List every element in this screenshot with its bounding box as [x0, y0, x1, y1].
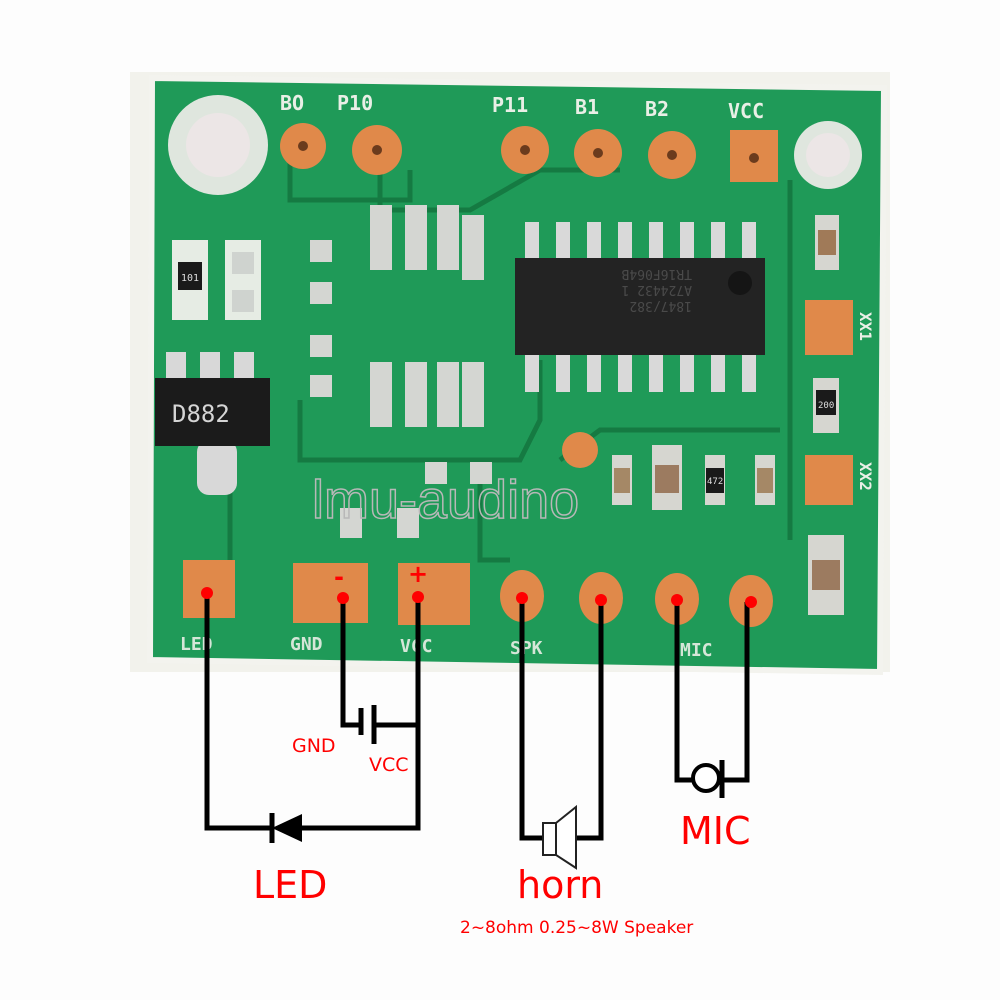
pin-label-gnd: GND: [290, 634, 323, 655]
mic-wire-left: [674, 600, 693, 783]
pin-label-mic: MIC: [680, 640, 713, 661]
speaker-icon: [542, 804, 577, 870]
pin-label-vcc: VCC: [728, 99, 764, 123]
gnd-wire: [340, 598, 360, 728]
chip-marking-line3: 1847/382: [629, 298, 692, 313]
ic-pin: [742, 222, 756, 260]
ic-pin: [525, 352, 539, 392]
ic-pin: [711, 352, 725, 392]
ic-pin: [618, 222, 632, 260]
watermark: lmu-audino: [312, 470, 579, 530]
ic-pin: [556, 222, 570, 260]
resistor-200: 200: [818, 401, 834, 411]
ic-pin: [649, 352, 663, 392]
led-wire: [204, 593, 272, 831]
mount-hole-right: [794, 121, 862, 189]
chip-marking-line2: A724432 1: [622, 282, 692, 297]
ic-pin: [742, 352, 756, 392]
gnd-label: GND: [292, 735, 336, 757]
led-diode-icon: [269, 813, 302, 843]
pin-label-spk: SPK: [510, 638, 543, 659]
horn-label: horn: [517, 863, 603, 907]
resistor-101: 101: [181, 273, 199, 284]
resistor-472: 472: [707, 477, 723, 487]
pin-dots: [201, 587, 757, 608]
ic-pin: [680, 352, 694, 392]
ic-pin: [587, 352, 601, 392]
ic-pin: [618, 352, 632, 392]
spk-wire-right: [577, 600, 604, 841]
pin-label-p11: P11: [492, 93, 528, 117]
mount-hole-left: [168, 95, 268, 195]
plus-sign: +: [408, 560, 428, 588]
ic-pin: [587, 222, 601, 260]
speaker-spec: 2~8ohm 0.25~8W Speaker: [460, 918, 693, 938]
chip-marking-line1: TR16F064B: [621, 266, 692, 281]
pin-label-p10: P10: [337, 91, 373, 115]
ic-pin: [525, 222, 539, 260]
ic-pin: [711, 222, 725, 260]
ic-pin: [649, 222, 663, 260]
pin-label-b1: B1: [575, 95, 599, 119]
ic-pin: [556, 352, 570, 392]
side-label-xx1: XX1: [856, 312, 875, 341]
top-pads: [280, 123, 778, 182]
mic-label: MIC: [680, 809, 751, 853]
ic-chip: 1847/382 A724432 1 TR16F064B: [515, 222, 765, 392]
transistor-marking: D882: [172, 400, 230, 428]
minus-sign: -: [334, 563, 344, 591]
led-label: LED: [253, 863, 327, 907]
ic-pin: [680, 222, 694, 260]
pin-label-b2: B2: [645, 97, 669, 121]
vcc-label: VCC: [369, 754, 409, 776]
pin-label-bo: BO: [280, 91, 304, 115]
pcb-board: BO P10 P11 B1 B2 VCC XX1 XX2 101 D882: [130, 72, 890, 676]
microphone-icon: [691, 763, 721, 793]
vcc-wire: [302, 597, 421, 831]
side-label-xx2: XX2: [856, 462, 875, 491]
mic-wire-right: [722, 602, 750, 783]
spk-wire-left: [519, 598, 543, 841]
transistor-d882: D882: [155, 352, 270, 495]
wires: [204, 593, 750, 841]
